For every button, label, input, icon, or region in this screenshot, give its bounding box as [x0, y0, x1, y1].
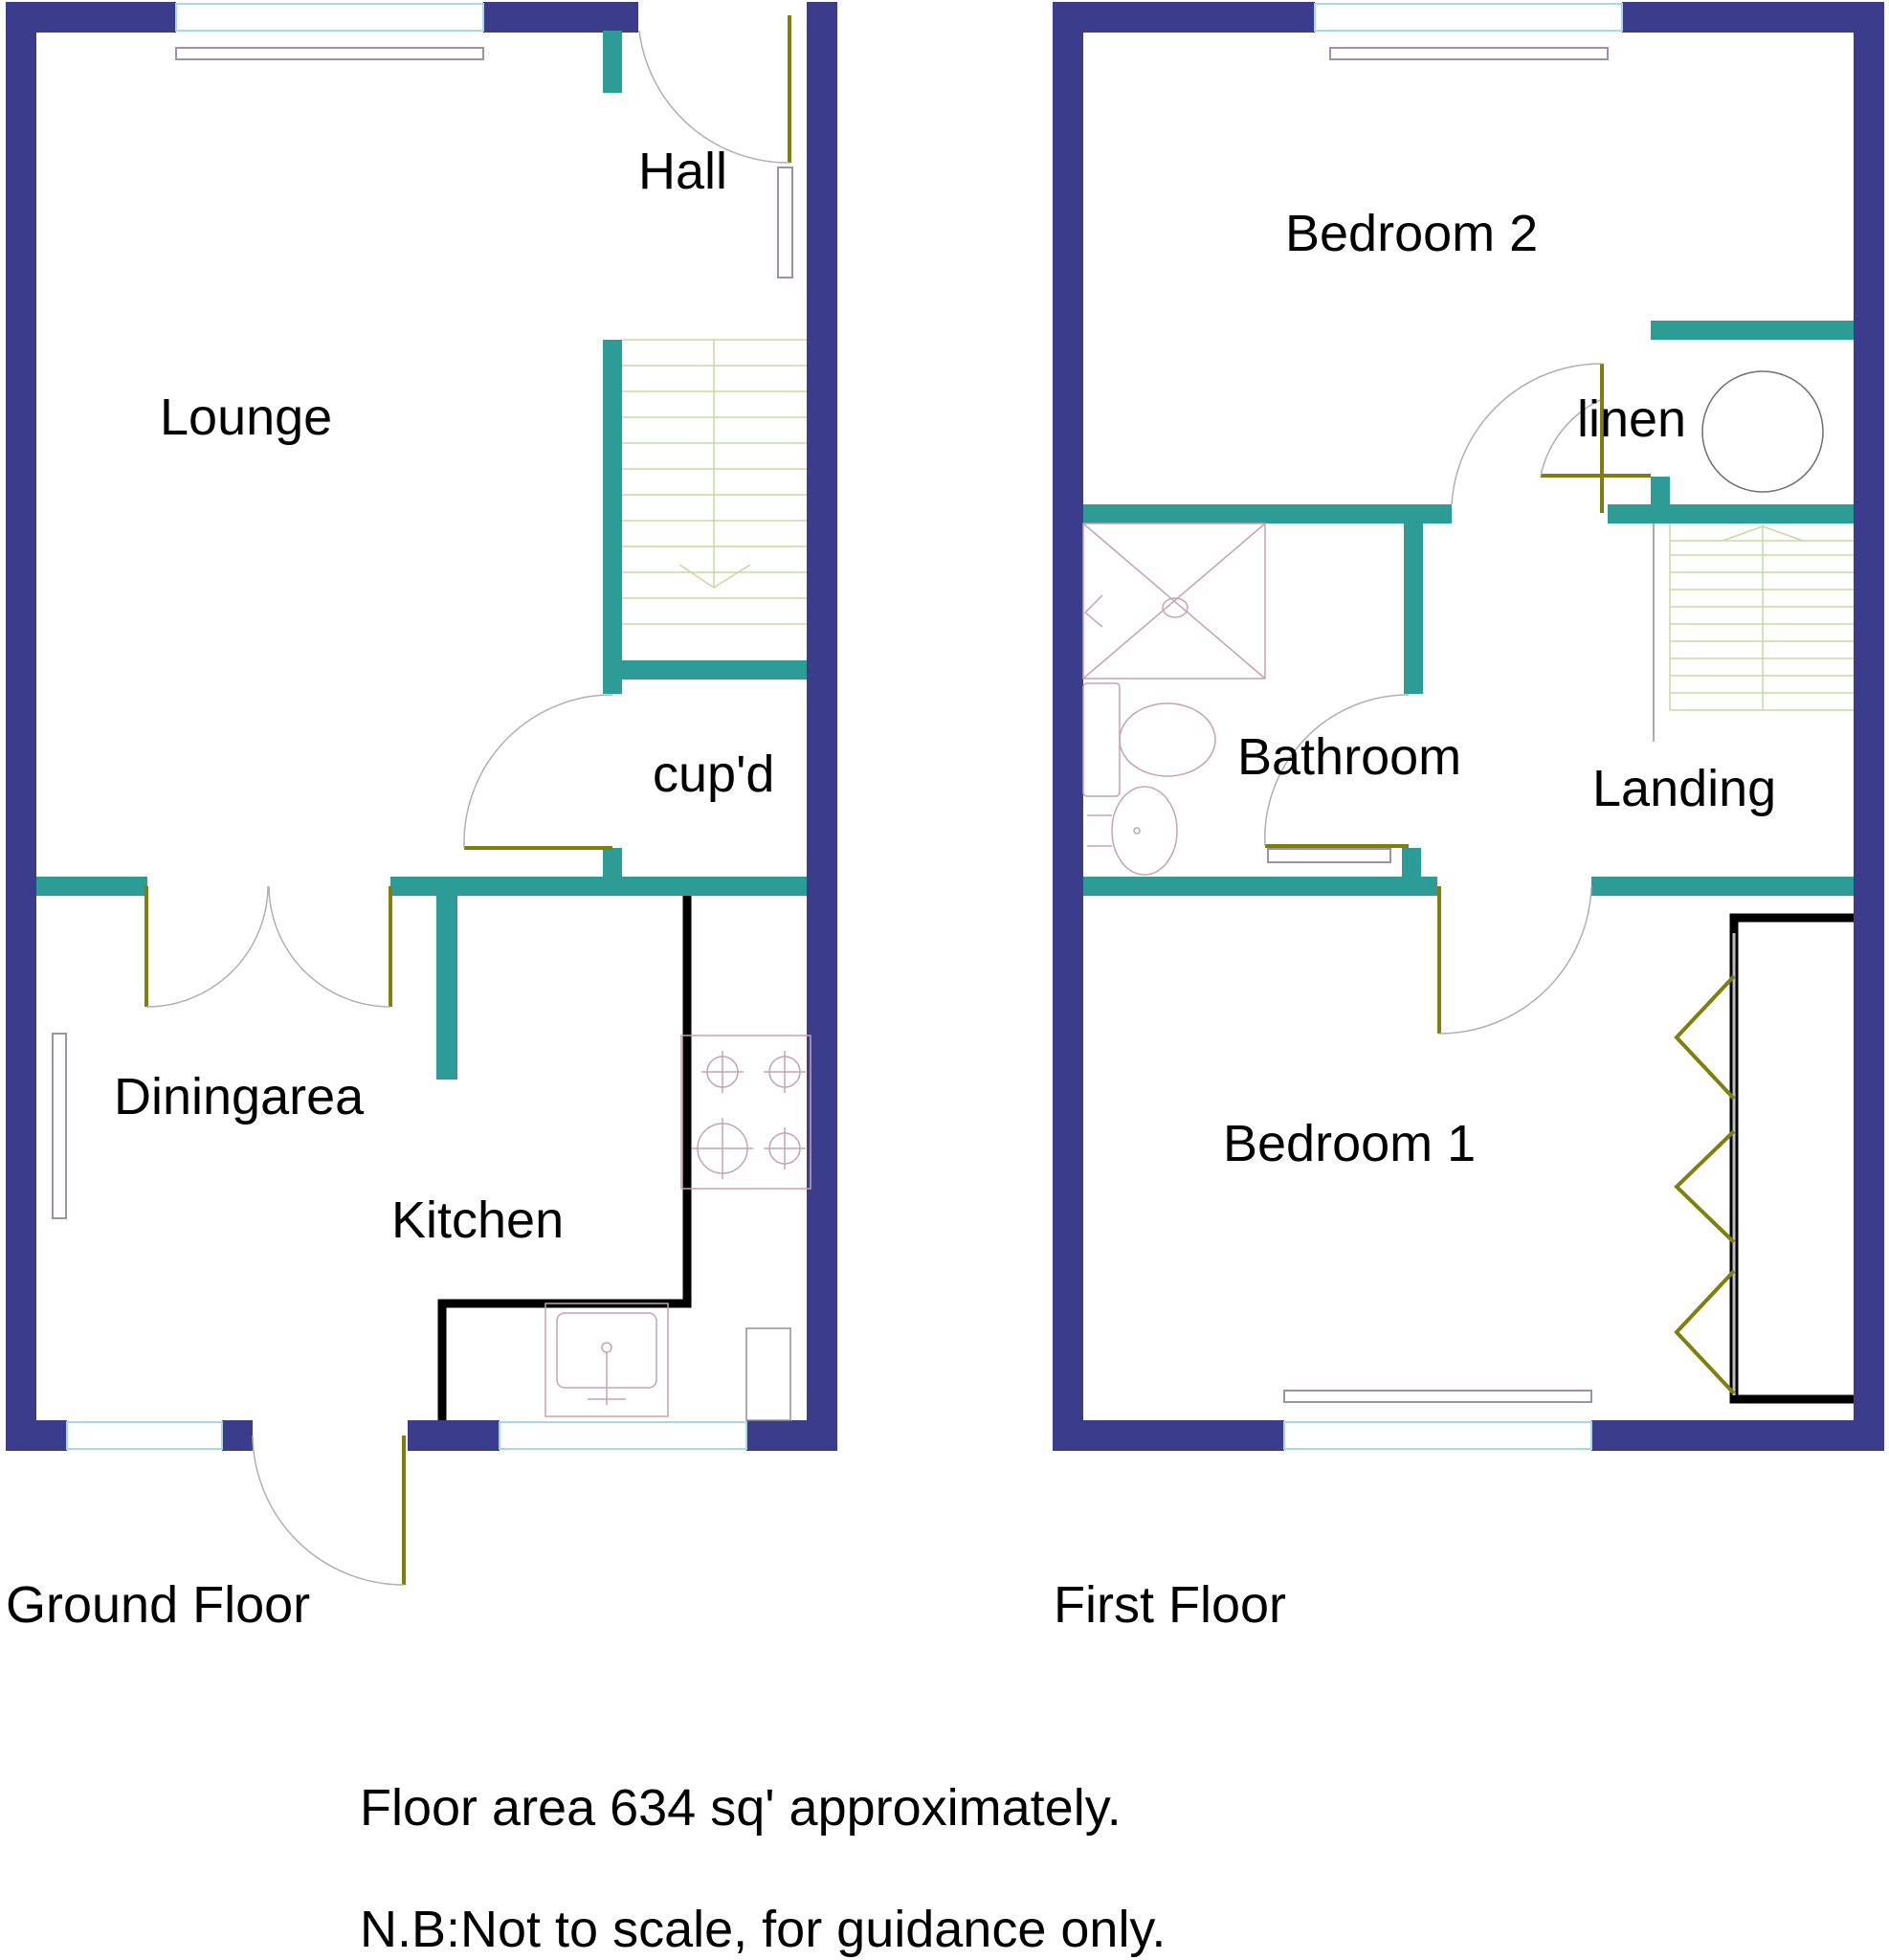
wardrobe-outline — [1729, 913, 1854, 1404]
dining-area-label: Diningarea — [114, 1068, 365, 1125]
linen-cupboard-label: linen — [1577, 390, 1686, 448]
first-windows — [1283, 3, 1623, 1450]
ground-staircase — [622, 339, 807, 625]
first-floor-plan: Bedroom 2 linen Bathroom Landing Bedroom… — [1053, 2, 1884, 1634]
hall-label: Hall — [638, 143, 727, 200]
ground-external-walls — [6, 2, 837, 1451]
lounge-label: Lounge — [160, 389, 332, 446]
first-floor-title: First Floor — [1054, 1576, 1286, 1634]
ground-doors — [144, 15, 791, 1586]
first-doors — [1264, 363, 1651, 1035]
kitchen-sink — [544, 1303, 669, 1417]
toilet — [1082, 682, 1216, 797]
wardrobe-doors — [1674, 974, 1736, 1395]
ground-window-sills — [52, 47, 793, 1219]
landing-label: Landing — [1592, 760, 1776, 817]
first-external-walls — [1053, 2, 1884, 1451]
bedroom-1-label: Bedroom 1 — [1223, 1115, 1476, 1172]
ground-windows — [66, 3, 747, 1450]
first-window-sills — [1267, 47, 1609, 1403]
hot-water-cylinder — [1701, 370, 1824, 493]
wash-basin — [1087, 786, 1178, 876]
ground-floor-plan: Lounge Hall cup'd Diningarea Kitchen Gro… — [6, 2, 837, 1634]
first-internal-walls — [1083, 321, 1854, 896]
kitchen-appliance — [745, 1327, 791, 1421]
bedroom-2-label: Bedroom 2 — [1285, 205, 1538, 262]
kitchen-worktop — [437, 896, 692, 1420]
first-staircase — [1669, 523, 1854, 711]
ground-floor-title: Ground Floor — [6, 1576, 310, 1634]
disclaimer-note: N.B:Not to scale, for guidance only. — [360, 1901, 1166, 1958]
ground-internal-walls — [36, 31, 807, 1080]
shower-tray — [1082, 523, 1266, 679]
kitchen-label: Kitchen — [391, 1192, 564, 1249]
bathroom-label: Bathroom — [1237, 728, 1461, 786]
cooker-hob — [680, 1035, 811, 1190]
cupboard-label: cup'd — [653, 746, 774, 803]
floor-area-note: Floor area 634 sq' approximately. — [360, 1779, 1122, 1837]
